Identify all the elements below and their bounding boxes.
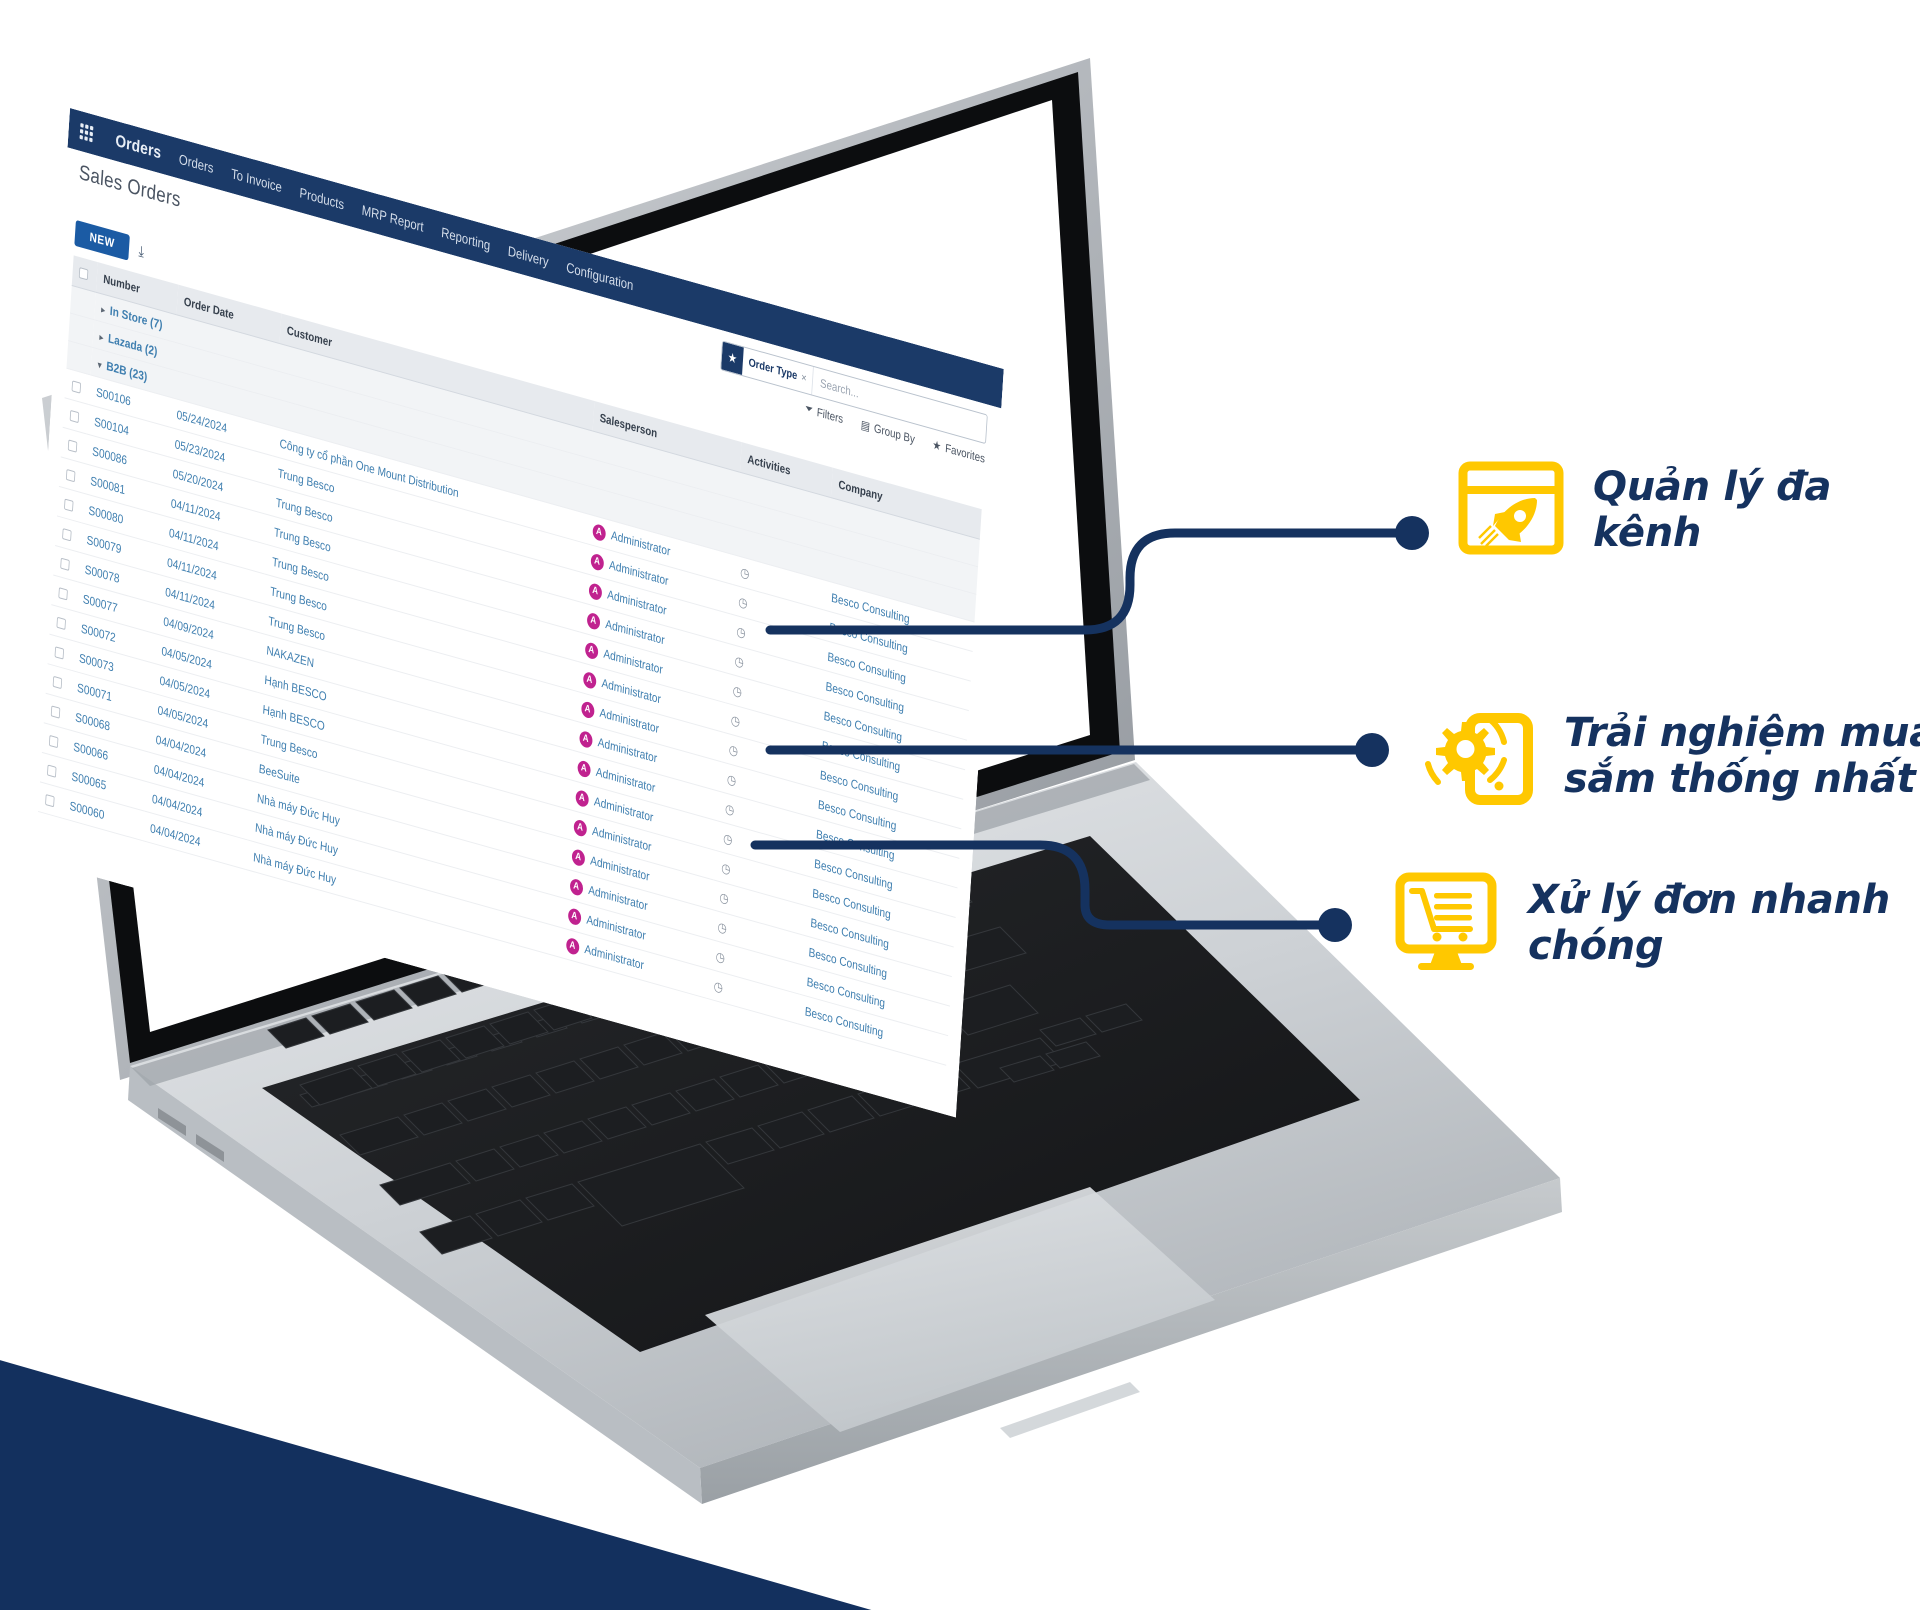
row-checkbox[interactable] <box>64 498 74 512</box>
menu-item-products[interactable]: Products <box>299 184 345 213</box>
group-by-label: Group By <box>873 420 916 446</box>
avatar: A <box>576 758 591 779</box>
callout-unified-shopping: Trải nghiệm mua sắm thống nhất <box>1418 698 1920 815</box>
callout-3-line2: chóng <box>1528 922 1664 969</box>
menu-item-to-invoice[interactable]: To Invoice <box>230 165 283 196</box>
row-checkbox[interactable] <box>56 616 67 630</box>
row-checkbox[interactable] <box>60 557 70 571</box>
chevron-down-icon[interactable]: ▾ <box>97 359 102 370</box>
callout-3-text: Xử lý đơn nhanh chóng <box>1528 876 1920 969</box>
avatar: A <box>574 788 589 808</box>
clock-icon[interactable]: ◷ <box>730 711 741 729</box>
clock-icon[interactable]: ◷ <box>715 947 726 966</box>
filters-button[interactable]: ⏷ Filters <box>805 401 844 426</box>
browser-rocket-icon <box>1455 452 1567 569</box>
clock-icon[interactable]: ◷ <box>728 740 739 759</box>
menu-item-orders[interactable]: Orders <box>178 150 214 177</box>
row-checkbox[interactable] <box>65 468 76 483</box>
search-input[interactable]: Search... <box>819 375 860 401</box>
avatar: A <box>567 906 582 926</box>
app-name: Orders <box>114 130 162 163</box>
avatar: A <box>573 817 587 838</box>
row-checkbox[interactable] <box>52 675 63 689</box>
avatar: A <box>571 847 586 867</box>
callout-1-text: Quản lý đa kênh <box>1593 463 1843 556</box>
gear-mobile-icon <box>1418 698 1538 815</box>
callout-3-line1: Xử lý đơn nhanh <box>1528 876 1890 923</box>
callout-multichannel: Quản lý đa kênh <box>1455 452 1843 569</box>
clock-icon[interactable]: ◷ <box>732 681 743 700</box>
row-checkbox[interactable] <box>58 586 68 601</box>
clock-icon[interactable]: ◷ <box>713 977 724 995</box>
apps-grid-icon[interactable] <box>79 122 94 143</box>
callout-2-text: Trải nghiệm mua sắm thống nhất <box>1564 709 1920 802</box>
avatar: A <box>569 876 584 897</box>
star-icon: ★ <box>932 436 942 454</box>
clock-icon[interactable]: ◷ <box>739 563 750 582</box>
avatar: A <box>578 729 593 749</box>
avatar: A <box>582 670 597 690</box>
row-checkbox[interactable] <box>47 764 57 778</box>
row-checkbox[interactable] <box>67 439 78 453</box>
row-checkbox[interactable] <box>48 734 59 748</box>
row-checkbox[interactable] <box>69 409 80 423</box>
new-button[interactable]: NEW <box>74 219 130 261</box>
avatar: A <box>565 936 580 956</box>
chevron-right-icon[interactable]: ▸ <box>101 303 106 315</box>
callout-1-line2: kênh <box>1593 509 1702 556</box>
callout-2-line1: Trải nghiệm mua <box>1564 709 1920 756</box>
filter-icon: ⏷ <box>804 400 814 417</box>
export-icon[interactable]: ⤓ <box>138 242 145 261</box>
row-checkbox-cell <box>38 781 65 819</box>
clock-icon[interactable]: ◷ <box>724 800 735 818</box>
row-checkbox[interactable] <box>54 645 65 660</box>
clock-icon[interactable]: ◷ <box>736 622 747 641</box>
select-all-checkbox[interactable] <box>78 267 89 281</box>
group-by-icon: ▤ <box>860 416 871 434</box>
menu-item-delivery[interactable]: Delivery <box>507 242 550 270</box>
menu-item-configuration[interactable]: Configuration <box>565 258 634 294</box>
search-facet-label: Order Type <box>748 356 798 383</box>
clock-icon[interactable]: ◷ <box>726 770 737 788</box>
chevron-right-icon[interactable]: ▸ <box>99 331 104 343</box>
callout-1-line1: Quản lý đa <box>1593 463 1832 510</box>
row-checkbox[interactable] <box>50 705 61 719</box>
search-facet-remove-icon[interactable]: × <box>800 371 807 385</box>
filters-label: Filters <box>816 404 844 426</box>
avatar: A <box>586 611 601 631</box>
clock-icon[interactable]: ◷ <box>722 829 733 847</box>
avatar: A <box>590 551 604 572</box>
clock-icon[interactable]: ◷ <box>717 918 728 936</box>
avatar: A <box>580 699 595 720</box>
callout-fast-order: Xử lý đơn nhanh chóng <box>1390 865 1920 982</box>
avatar: A <box>591 522 606 542</box>
menu-item-mrp-report[interactable]: MRP Report <box>361 201 425 235</box>
clock-icon[interactable]: ◷ <box>737 593 749 611</box>
monitor-cart-icon <box>1390 865 1502 982</box>
clock-icon[interactable]: ◷ <box>720 859 732 877</box>
callout-2-line2: sắm thống nhất <box>1564 755 1916 802</box>
row-checkbox[interactable] <box>45 793 55 808</box>
clock-icon[interactable]: ◷ <box>719 888 730 907</box>
menu-item-reporting[interactable]: Reporting <box>440 223 491 254</box>
row-checkbox[interactable] <box>62 527 72 542</box>
clock-icon[interactable]: ◷ <box>734 652 745 670</box>
avatar: A <box>584 640 599 660</box>
favorites-label: Favorites <box>944 440 986 466</box>
avatar: A <box>588 581 603 601</box>
search-facet-order-type[interactable]: Order Type × <box>742 347 814 395</box>
row-checkbox[interactable] <box>71 380 82 394</box>
favorite-star-icon[interactable]: ★ <box>721 341 744 376</box>
